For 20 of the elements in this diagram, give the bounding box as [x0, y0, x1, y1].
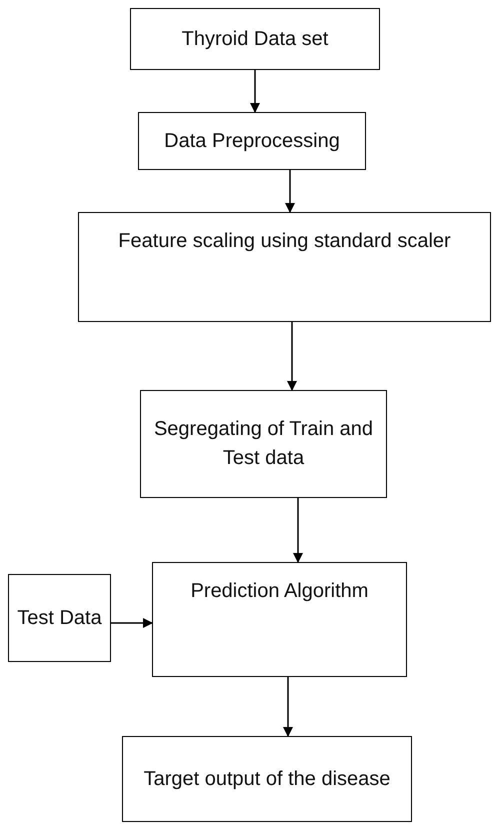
box-label: Test Data [17, 606, 102, 630]
process-box [78, 212, 491, 322]
process-box [138, 112, 366, 170]
process-box [8, 574, 111, 662]
box-label: Segregating of Train and Test data [152, 417, 374, 471]
arrow [250, 70, 260, 113]
process-box [140, 390, 387, 498]
process-box [152, 562, 407, 677]
arrow [283, 677, 293, 737]
box-label: Thyroid Data set [182, 26, 328, 52]
box-label: Prediction Algorithm [190, 579, 368, 604]
box-label: Target output of the disease [144, 766, 390, 792]
process-box [130, 8, 380, 70]
arrow [285, 170, 295, 213]
arrow [287, 322, 297, 391]
box-label: Feature scaling using standard scaler [118, 229, 451, 254]
box-label: Data Preprocessing [164, 128, 340, 154]
arrow [293, 498, 303, 563]
process-box [122, 736, 412, 822]
arrow [111, 618, 153, 628]
